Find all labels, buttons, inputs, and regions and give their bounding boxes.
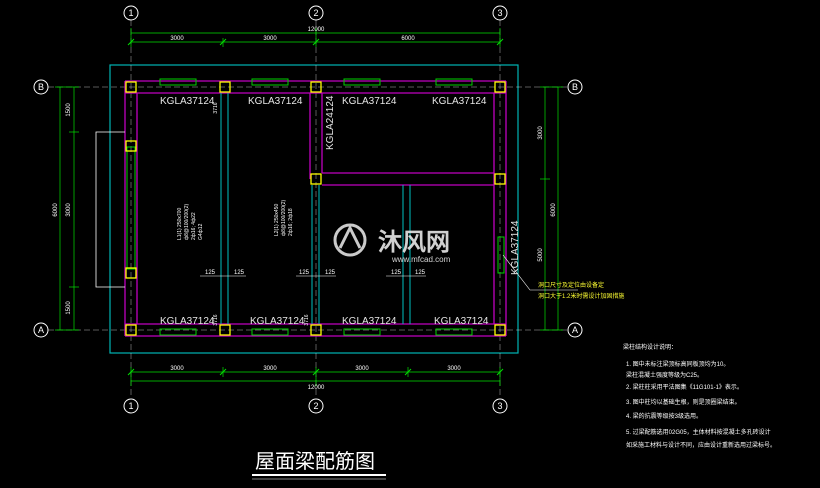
dim-top-span-2: 3000 [263,36,277,42]
beam-label-bottom-4: KGLA37124 [434,316,489,327]
callout-leader [502,254,578,291]
axis-lines [48,20,567,395]
slab-outline [109,64,519,354]
columns [125,81,506,336]
axis-label-col-1-top: 1 [128,8,133,18]
watermark-logo-icon [333,223,367,257]
notes-item-4: 4. 梁的抗震等级按3级选用。 [626,412,702,420]
col-mark-5: 125 [391,270,402,276]
axis-bubbles [33,5,583,414]
secondary-beams [220,93,411,324]
beam-label-bottom-2: KGLA37124 [250,316,305,327]
small-mark-3: 3716 [304,314,310,325]
watermark-brand: 沐风网 [378,229,450,256]
wall-opening-bracket [95,131,125,288]
beam-label-top-1: KGLA37124 [160,96,215,107]
beam-l1-b-line-3: 2ф16; 2ф18 [288,208,294,236]
dim-bottom-span-2: 3000 [263,366,277,372]
beam-l1-a-line-3: 2ф16; 4ф22 [191,212,197,240]
axis-label-row-b-right: B [572,82,578,92]
beam-l1-b-line-2: ф8@100/200(2) [281,200,287,236]
col-mark-2: 125 [234,270,245,276]
axis-label-col-2-bottom: 2 [313,401,318,411]
beam-label-bottom-3: KGLA37124 [342,316,397,327]
dim-bottom-span-1: 3000 [170,366,184,372]
dim-left-part-3: 1500 [66,301,72,315]
beam-l1-a-line-4: G4ф12 [198,223,204,240]
axis-label-col-2-top: 2 [313,8,318,18]
col-mark-6: 125 [415,270,426,276]
dim-total-bottom: 12000 [308,385,325,391]
beam-l1-a-line-1: L1(1) 250x700 [177,208,183,240]
notes-item-1b: 梁柱混凝土强度等级为C25。 [626,371,703,379]
beam-label-vertical-right: KGLA37124 [510,220,521,275]
drawing-title: 屋面梁配筋图 [255,450,375,473]
small-mark-2: 3716 [213,314,219,325]
dim-right-part-2: 5000 [538,248,544,262]
callout-line-1: 洞口尺寸及定位由设备定 [538,281,604,289]
col-mark-4: 125 [325,270,336,276]
beam-label-top-2: KGLA37124 [248,96,303,107]
notes-item-3: 3. 图中柱均以基础生根，则是顶圈梁结束。 [626,398,741,406]
axis-label-row-a-left: A [38,325,44,335]
notes-item-5b: 如采施工材料与设计不同，应由设计重新选用过梁标号。 [626,441,776,449]
callout-line-2: 洞口大于1.2米时需设计加固措施 [538,292,624,300]
col-mark-1: 125 [205,270,216,276]
beam-label-bottom-1: KGLA37124 [160,316,215,327]
dim-left-part-2: 3000 [66,203,72,217]
dimension-ticks [127,38,504,376]
axis-label-col-3-top: 3 [497,8,502,18]
dim-top-span-3: 6000 [401,36,415,42]
beam-label-top-4: KGLA37124 [432,96,487,107]
dim-left-part-1: 1500 [66,103,72,117]
dim-total-top: 12000 [308,27,325,33]
notes-item-1: 1. 图中未标注梁顶标高同板顶均为10。 [626,360,729,368]
beam-l1-b-line-1: L2(1) 250x450 [274,204,280,236]
axis-label-row-b-left: B [38,82,44,92]
axis-label-col-3-bottom: 3 [497,401,502,411]
small-mark-1: 3716 [213,102,219,113]
dim-right-part-1: 3000 [538,126,544,140]
beams [124,80,507,337]
axis-label-row-a-right: A [572,325,578,335]
beam-label-vertical-mid: KGLA24124 [325,95,336,150]
notes-item-2: 2. 梁柱柱采用平法图集《11G101-1》表示。 [626,383,743,391]
col-mark-3: 125 [299,270,310,276]
dim-bottom-span-4: 3000 [447,366,461,372]
notes-item-5: 5. 过梁配筋选用02G05，主体材料按混凝土多孔砖设计 [626,428,771,436]
dim-left-total: 6000 [53,203,59,217]
watermark: 沐风网 www.mfcad.com [333,223,451,264]
watermark-url: www.mfcad.com [391,255,451,264]
beam-l1-a-line-2: ф8@100/200(2) [184,204,190,240]
dim-right-total: 6000 [551,203,557,217]
dim-top-span-1: 3000 [170,36,184,42]
lintels [126,78,505,336]
beam-label-top-3: KGLA37124 [342,96,397,107]
dim-bottom-span-3: 3000 [355,366,369,372]
notes-heading: 梁柱结构设计说明： [623,343,677,351]
axis-label-col-1-bottom: 1 [128,401,133,411]
